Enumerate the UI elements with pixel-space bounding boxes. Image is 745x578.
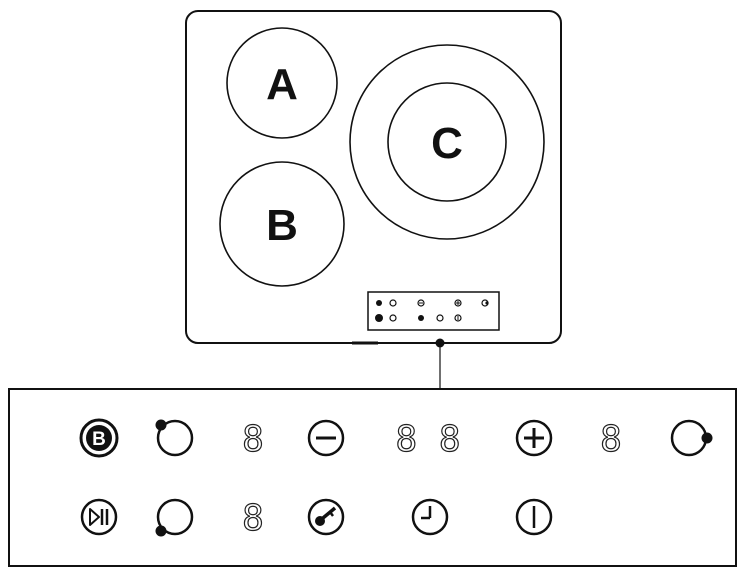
power-level-display: 8 xyxy=(600,419,622,460)
zone-b: B xyxy=(219,161,345,287)
play-pause-icon[interactable] xyxy=(80,498,118,536)
zone-select-top-left-icon[interactable] xyxy=(155,419,194,457)
minus-icon[interactable] xyxy=(307,419,345,457)
zone-c: C xyxy=(349,44,545,240)
booster-b-icon[interactable]: B xyxy=(79,418,119,458)
zone-select-bottom-left-icon[interactable] xyxy=(155,498,194,537)
zone-select-right-icon[interactable] xyxy=(670,419,713,457)
child-lock-key-icon[interactable] xyxy=(307,498,345,536)
svg-text:B: B xyxy=(92,429,106,450)
power-icon[interactable] xyxy=(515,498,553,536)
zone-top-display: 8 xyxy=(242,419,264,460)
timer-display: 8 8 xyxy=(395,419,460,460)
zone-b-label: B xyxy=(266,201,298,250)
zone-a-label: A xyxy=(266,60,298,109)
timer-clock-icon[interactable] xyxy=(411,498,449,536)
zone-c-label: C xyxy=(431,119,463,168)
callout-leader xyxy=(435,338,445,389)
zone-bottom-display: 8 xyxy=(242,498,264,539)
mini-control-panel xyxy=(367,291,500,331)
control-panel-detail xyxy=(8,388,737,567)
plus-icon[interactable] xyxy=(515,419,553,457)
zone-a: A xyxy=(226,27,338,139)
